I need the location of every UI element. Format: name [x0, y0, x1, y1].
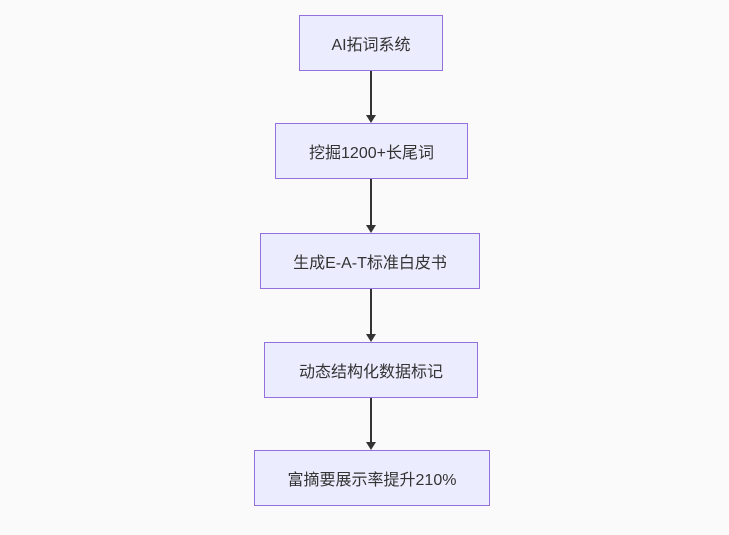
flowchart-edge-1: [364, 71, 378, 123]
node-label: 富摘要展示率提升210%: [287, 472, 457, 489]
arrow-line: [370, 398, 372, 442]
arrowhead-down-icon: [366, 442, 376, 450]
node-label: 动态结构化数据标记: [298, 364, 443, 381]
node-label: AI拓词系统: [331, 37, 411, 54]
flowchart-node-dynamic-structured-data: 动态结构化数据标记: [264, 342, 478, 398]
arrow-line: [370, 71, 372, 115]
arrow-line: [370, 179, 372, 225]
flowchart-node-generate-eat-whitepaper: 生成E-A-T标准白皮书: [260, 233, 480, 289]
flowchart-node-ai-keyword-system: AI拓词系统: [299, 15, 443, 71]
node-label: 挖掘1200+长尾词: [309, 145, 434, 162]
node-label: 生成E-A-T标准白皮书: [293, 255, 447, 272]
flowchart-edge-3: [364, 289, 378, 342]
flowchart-node-mine-longtail-keywords: 挖掘1200+长尾词: [275, 123, 468, 179]
arrow-line: [370, 289, 372, 334]
flowchart-edge-4: [364, 398, 378, 450]
arrowhead-down-icon: [366, 115, 376, 123]
flowchart-edge-2: [364, 179, 378, 233]
arrowhead-down-icon: [366, 225, 376, 233]
arrowhead-down-icon: [366, 334, 376, 342]
flowchart-node-rich-snippet-increase: 富摘要展示率提升210%: [254, 450, 490, 506]
